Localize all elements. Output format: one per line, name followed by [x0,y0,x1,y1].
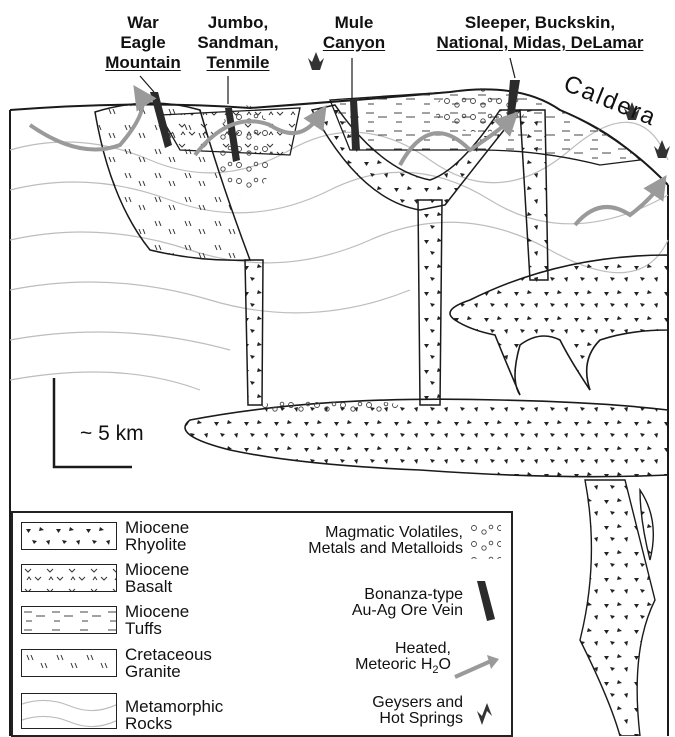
legend-swatch-tuffs [21,606,117,634]
legend-label-volatiles: Magmatic Volatiles,Metals and Metalloids [308,525,463,557]
scale-label: ~ 5 km [80,422,144,446]
legend-swatch-metamorphic [21,693,117,729]
deposit-label-war-eagle: War Eagle Mountain [98,13,188,73]
legend-swatch-rhyolite [21,522,117,550]
geyser-icon [471,701,493,727]
deposit-label-jumbo: Jumbo, Sandman, Tenmile [193,13,283,73]
legend-swatch-granite [21,649,117,677]
legend-swatch-basalt [21,564,117,592]
rhyolite-sill-upper [450,255,668,395]
legend-label-meteoric-water: Heated, Meteoric H2O [355,641,451,678]
rhyolite-drips-right [580,480,655,736]
volatiles-icon [469,523,501,559]
deposit-label-sleeper: Sleeper, Buckskin, National, Midas, DeLa… [410,13,670,53]
deposit-label-mule-canyon: Mule Canyon [314,13,394,53]
ore-vein-icon [473,579,497,623]
rhyolite-sill-lower [185,399,668,477]
water-arrow-icon [451,653,501,683]
